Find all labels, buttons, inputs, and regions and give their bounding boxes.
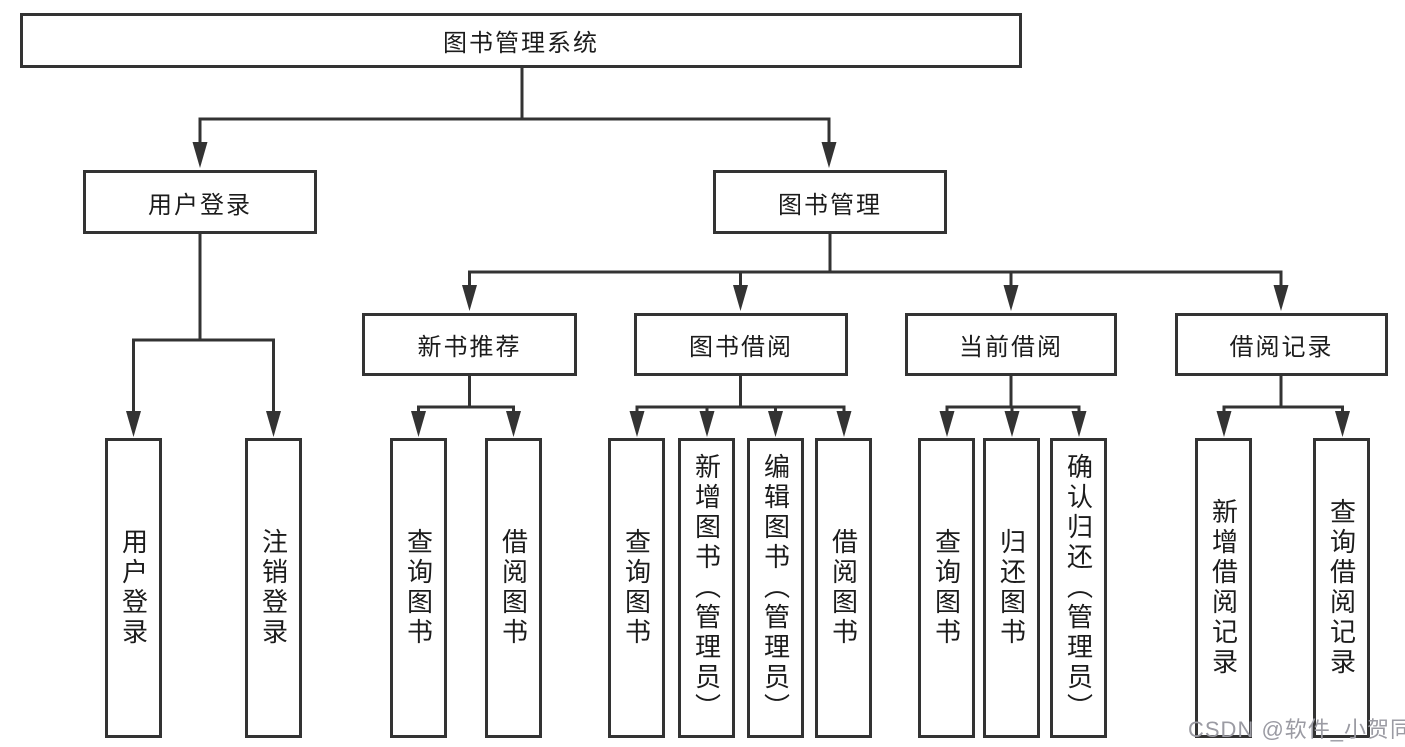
leaf-add-books-admin-label: 新增图书（管理员）: [691, 453, 722, 723]
node-library-system: 图书管理系统: [20, 13, 1022, 68]
leaf-confirm-return-admin: 确认归还（管理员）: [1050, 438, 1107, 738]
node-book-management-label: 图书管理: [778, 191, 882, 219]
node-borrow-records-label: 借阅记录: [1229, 334, 1334, 361]
leaf-confirm-return-admin-label: 确认归还（管理员）: [1063, 453, 1094, 723]
branch-book-management: [468, 232, 1283, 274]
leaf-edit-books-admin: 编辑图书（管理员）: [747, 438, 804, 738]
leaf-edit-books-admin-label: 编辑图书（管理员）: [760, 453, 791, 723]
leaf-return-books: 归还图书: [983, 438, 1040, 738]
arrow-shafts-leaves: [417, 405, 1344, 416]
leaf-borrow-books: 借阅图书: [815, 438, 872, 738]
branch-current-borrow: [945, 374, 1081, 409]
leaf-add-borrow-record-label: 新增借阅记录: [1208, 498, 1239, 678]
node-book-borrow-label: 图书借阅: [689, 334, 793, 361]
leaf-query-books-current-label: 查询图书: [931, 528, 962, 648]
node-new-book-recommend-label: 新书推荐: [417, 334, 522, 361]
node-new-book-recommend: 新书推荐: [362, 313, 577, 376]
node-current-borrow-label: 当前借阅: [959, 334, 1063, 361]
leaf-logout-label: 注销登录: [258, 528, 289, 648]
node-borrow-records: 借阅记录: [1175, 313, 1388, 376]
branch-new-book-recommend: [417, 374, 515, 409]
leaf-query-books-borrow: 查询图书: [608, 438, 665, 738]
csdn-watermark: CSDN @软件_小贺同学: [1188, 717, 1405, 742]
leaf-query-books-recommend-label: 查询图书: [403, 528, 434, 648]
leaf-return-books-label: 归还图书: [996, 528, 1027, 648]
branch-book-borrow: [635, 374, 846, 409]
arrow-shafts-level2: [198, 117, 831, 146]
node-book-borrow: 图书借阅: [634, 313, 848, 376]
leaf-add-borrow-record: 新增借阅记录: [1195, 438, 1252, 738]
leaf-user-login-label: 用户登录: [118, 528, 149, 648]
leaf-add-books-admin: 新增图书（管理员）: [678, 438, 735, 738]
leaf-query-books-borrow-label: 查询图书: [621, 528, 652, 648]
leaf-query-books-recommend: 查询图书: [390, 438, 447, 738]
node-current-borrow: 当前借阅: [905, 313, 1117, 376]
branch-user-login: [132, 232, 275, 342]
node-book-management: 图书管理: [713, 170, 947, 234]
leaf-user-login: 用户登录: [105, 438, 162, 738]
node-user-login: 用户登录: [83, 170, 317, 234]
leaf-borrow-books-recommend: 借阅图书: [485, 438, 542, 738]
arrow-shafts-level3: [468, 270, 1283, 290]
leaf-borrow-books-label: 借阅图书: [828, 528, 859, 648]
leaf-query-books-current: 查询图书: [918, 438, 975, 738]
arrow-shafts-user-leaves: [132, 338, 275, 415]
leaf-logout: 注销登录: [245, 438, 302, 738]
branch-borrow-records: [1222, 374, 1344, 409]
leaf-query-borrow-record-label: 查询借阅记录: [1326, 498, 1357, 678]
node-user-login-label: 用户登录: [148, 191, 252, 219]
node-library-system-label: 图书管理系统: [443, 30, 599, 57]
branch-root-to-level2: [198, 66, 831, 121]
leaf-query-borrow-record: 查询借阅记录: [1313, 438, 1370, 738]
leaf-borrow-books-recommend-label: 借阅图书: [498, 528, 529, 648]
